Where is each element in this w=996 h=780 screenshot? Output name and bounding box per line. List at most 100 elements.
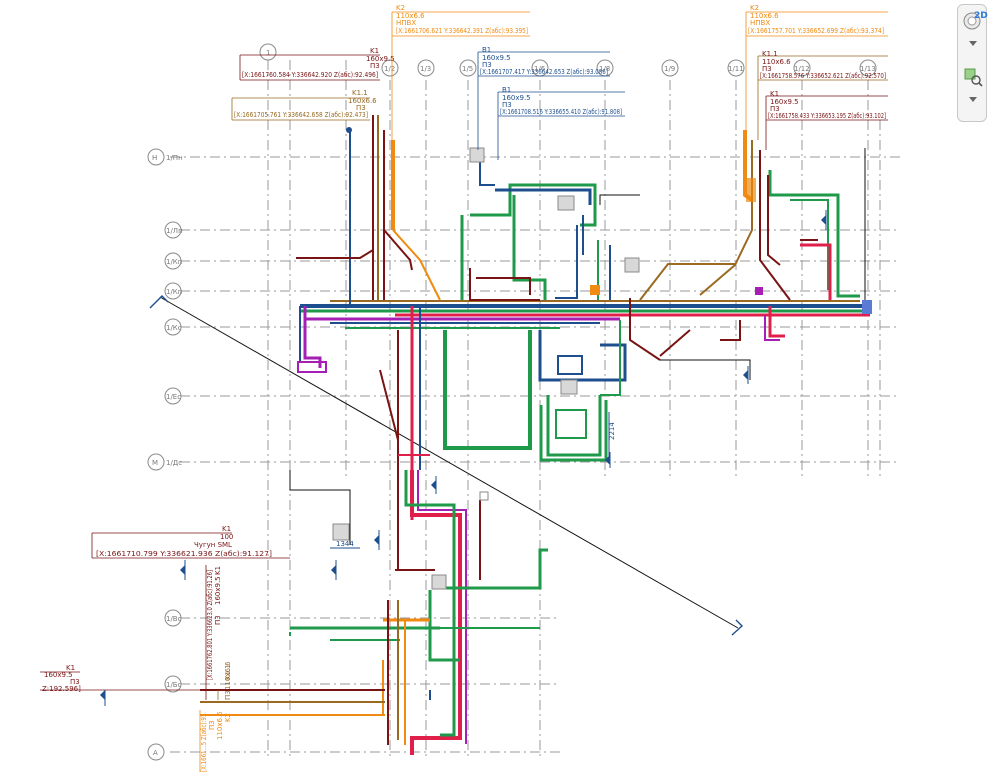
vertical-tag-tan[interactable]: П3 110x6.6 K1.1 bbox=[217, 661, 232, 700]
grid-bubble-row[interactable]: А bbox=[147, 743, 165, 761]
grid-bubble-row[interactable]: 1/Ес bbox=[164, 387, 182, 405]
callout-k2-right[interactable]: K2 110x6.6 HПВХ [X:1661757.701 Y:336652.… bbox=[745, 4, 888, 130]
grid-bubble-col[interactable]: 1/12 bbox=[793, 59, 811, 77]
viewcube-2d-button[interactable]: 2D bbox=[961, 9, 988, 33]
section-cut-line[interactable] bbox=[149, 295, 744, 636]
svg-text:П3: П3 bbox=[770, 105, 780, 113]
equipment-block[interactable] bbox=[469, 147, 485, 163]
svg-text:[X:1661758.433 Y:336653.195 Z(: [X:1661758.433 Y:336653.195 Z(абс):93.10… bbox=[768, 112, 886, 120]
pump-unit[interactable] bbox=[557, 355, 583, 375]
callout-b1-a[interactable]: B1 160x9.5 П3 [X:1661707.417 Y:336642.65… bbox=[477, 46, 610, 150]
svg-text:1/Кп: 1/Кп bbox=[166, 258, 182, 266]
grid-bubble-col[interactable]: 1 bbox=[259, 43, 277, 61]
grid-bubble-col[interactable]: 1/2 bbox=[381, 59, 399, 77]
zoom-extents-button[interactable] bbox=[961, 65, 985, 89]
svg-text:1/9: 1/9 bbox=[664, 65, 675, 73]
lower-left-branches[interactable] bbox=[200, 470, 548, 745]
left-loop-pipe[interactable] bbox=[303, 306, 322, 368]
svg-text:160x9.5: 160x9.5 bbox=[482, 54, 511, 62]
pump-unit[interactable] bbox=[555, 409, 587, 439]
grid-bubble-col[interactable]: 1/11 bbox=[727, 59, 745, 77]
fitting-marker[interactable] bbox=[297, 361, 327, 373]
svg-text:K1: K1 bbox=[66, 664, 75, 672]
svg-text:160x9.5: 160x9.5 bbox=[44, 671, 73, 679]
svg-text:[X:1661706.621 Y:336642.391 Z(: [X:1661706.621 Y:336642.391 Z(абс):93.39… bbox=[396, 27, 528, 35]
svg-text:1/12: 1/12 bbox=[794, 65, 810, 73]
center-riser-south[interactable] bbox=[379, 306, 467, 755]
callout-k11[interactable]: K1.1 160x6.6 П3 [X:1661705.761 Y:336642.… bbox=[231, 89, 377, 121]
callout-k2-center[interactable]: K2 110x6.6 HПВХ [X:1661706.621 Y:336642.… bbox=[391, 4, 530, 150]
svg-text:1/3: 1/3 bbox=[420, 65, 431, 73]
equipment-block[interactable] bbox=[560, 379, 578, 395]
equipment-block[interactable] bbox=[431, 574, 447, 590]
svg-text:B1: B1 bbox=[482, 46, 491, 54]
svg-text:[X:1661708.516 Y:336655.410 Z(: [X:1661708.516 Y:336655.410 Z(абс):91.80… bbox=[500, 108, 622, 116]
svg-text:1: 1 bbox=[266, 49, 270, 57]
chevron-down-icon[interactable] bbox=[969, 97, 977, 102]
svg-text:[X:1661758.576 Y:336652.621 Z(: [X:1661758.576 Y:336652.621 Z(абс):92.57… bbox=[760, 72, 886, 80]
svg-text:110x6.6: 110x6.6 bbox=[216, 711, 224, 740]
level-markers bbox=[100, 210, 827, 706]
grid-bubble-row[interactable]: 1/Кп bbox=[164, 252, 182, 270]
equipment[interactable] bbox=[297, 127, 872, 590]
svg-text:K2: K2 bbox=[224, 713, 232, 722]
vertical-tag-orange[interactable]: [X:1661...5 Z(абс):91. П3 110x6.6 K2 bbox=[199, 710, 232, 772]
svg-text:110x6.6: 110x6.6 bbox=[750, 12, 779, 20]
svg-text:K2: K2 bbox=[750, 4, 759, 12]
grid-bubble-row[interactable]: 1/Бс bbox=[164, 675, 182, 693]
grid-bubble-col[interactable]: 1/5 bbox=[459, 59, 477, 77]
grid-bubble-col[interactable]: 1/13 bbox=[859, 59, 877, 77]
svg-text:1/8: 1/8 bbox=[599, 65, 610, 73]
grid-col-bubbles: 1 1/2 1/3 1/5 1/6 1/8 1/9 1/11 1/12 1/13 bbox=[259, 43, 877, 77]
svg-text:160x9.5: 160x9.5 bbox=[214, 576, 222, 605]
fitting-marker[interactable] bbox=[746, 178, 756, 202]
svg-text:Z:192.596]: Z:192.596] bbox=[42, 685, 81, 693]
callout-k1-left[interactable]: K1 100 Чугун SML [X:1661710.799 Y:336621… bbox=[91, 525, 290, 559]
svg-text:1/Пн: 1/Пн bbox=[166, 154, 183, 162]
fitting-marker[interactable] bbox=[862, 300, 872, 314]
fitting-marker[interactable] bbox=[755, 287, 763, 295]
svg-text:[X:1661705.761 Y:336642.658 Z(: [X:1661705.761 Y:336642.658 Z(абс):92.47… bbox=[234, 111, 368, 119]
callout-k1-right[interactable]: K1 160x9.5 П3 [X:1661758.433 Y:336653.19… bbox=[765, 90, 888, 150]
grid-bubble-col[interactable]: 1/9 bbox=[661, 59, 679, 77]
equipment-block[interactable] bbox=[624, 257, 640, 273]
right-branch[interactable] bbox=[659, 130, 860, 357]
svg-text:П3: П3 bbox=[370, 62, 380, 70]
main-trunk-pipes[interactable] bbox=[300, 300, 870, 329]
grid-bubble-row[interactable]: 1/Вс bbox=[164, 609, 182, 627]
svg-text:П3: П3 bbox=[356, 104, 366, 112]
equipment-block[interactable] bbox=[557, 195, 575, 211]
svg-text:1/6: 1/6 bbox=[534, 65, 546, 73]
svg-text:П3: П3 bbox=[208, 720, 216, 730]
center-green-loop[interactable] bbox=[443, 155, 597, 450]
equipment-block[interactable] bbox=[332, 523, 350, 541]
center-right-assembly[interactable] bbox=[538, 240, 735, 462]
grid-bubble-col[interactable]: 1/3 bbox=[417, 59, 435, 77]
callout-k1-bottom[interactable]: K1 160x9.5 П3 Z:192.596] bbox=[40, 664, 200, 693]
svg-text:П3: П3 bbox=[214, 615, 222, 625]
grid-bubble-row[interactable]: 1/Кс bbox=[164, 318, 182, 336]
svg-text:[X:1661710.799 Y:336621.936 Z(: [X:1661710.799 Y:336621.936 Z(абс):91.12… bbox=[96, 550, 272, 558]
chevron-down-icon[interactable] bbox=[969, 41, 977, 46]
callout-k11-right[interactable]: K1.1 110x6.6 П3 [X:1661758.576 Y:336652.… bbox=[757, 50, 888, 140]
callout-b1-b[interactable]: B1 160x9.5 П3 [X:1661708.516 Y:336655.41… bbox=[497, 86, 625, 160]
svg-text:П3: П3 bbox=[762, 65, 772, 73]
pipe-network[interactable] bbox=[200, 115, 870, 755]
callout-k1-top[interactable]: K1 160x9.5 П3 [X:1661760.584 Y:336642.92… bbox=[239, 47, 395, 81]
fitting-marker[interactable] bbox=[479, 491, 489, 501]
svg-text:160x9.5: 160x9.5 bbox=[366, 55, 395, 63]
grid-bubble-row[interactable]: 1/Кп bbox=[164, 282, 182, 300]
svg-text:110x6.6: 110x6.6 bbox=[762, 58, 791, 66]
vertical-tag-brown[interactable]: [X:1661762.801 Y:336623.0 Z(абс):91.26] … bbox=[205, 565, 222, 700]
svg-text:2214: 2214 bbox=[608, 422, 616, 440]
riser-marker[interactable] bbox=[346, 127, 352, 133]
callout-labels: K1 160x9.5 П3 [X:1661760.584 Y:336642.92… bbox=[40, 4, 888, 772]
svg-text:А: А bbox=[153, 749, 158, 757]
valve-marker[interactable] bbox=[590, 285, 600, 295]
left-risers[interactable] bbox=[296, 115, 441, 306]
grid-bubble-row[interactable]: 1/Лп bbox=[164, 221, 183, 239]
svg-text:Чугун SML: Чугун SML bbox=[194, 541, 232, 549]
